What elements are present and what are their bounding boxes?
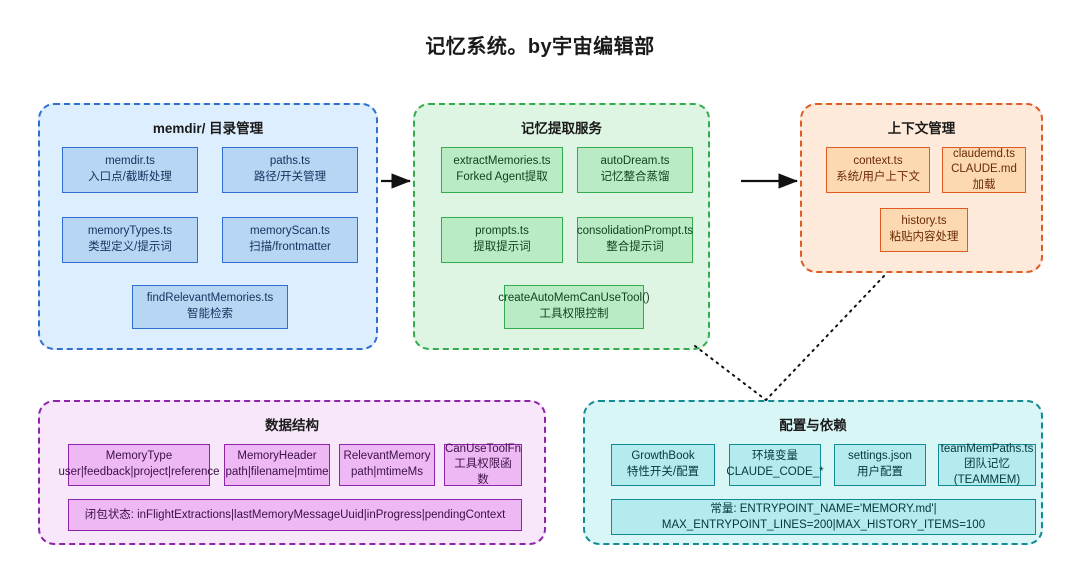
node-subtitle: 特性开关/配置	[626, 466, 700, 478]
node-env-variables[interactable]: 环境变量 CLAUDE_CODE_*	[726, 444, 824, 486]
node-relevant-memory[interactable]: RelevantMemory path|mtimeMs	[339, 444, 435, 486]
node-memory-type[interactable]: MemoryType user|feedback|project|referen…	[58, 444, 220, 486]
node-team-mem-paths-ts[interactable]: teamMemPaths.ts 团队记忆(TEAMMEM)	[938, 442, 1036, 486]
node-memdir-ts[interactable]: memdir.ts 入口点/截断处理	[62, 147, 198, 193]
node-subtitle: 记忆整合蒸馏	[600, 171, 670, 183]
node-subtitle: Forked Agent提取	[456, 171, 548, 183]
node-title: RelevantMemory	[343, 450, 431, 463]
node-subtitle: path|mtimeMs	[350, 466, 423, 478]
node-title: GrowthBook	[631, 450, 695, 463]
node-paths-ts[interactable]: paths.ts 路径/开关管理	[222, 147, 358, 193]
panel-title-context: 上下文管理	[887, 121, 956, 136]
panel-title-extraction: 记忆提取服务	[521, 121, 602, 136]
node-subtitle: 整合提示词	[606, 241, 664, 253]
node-subtitle: 类型定义/提示词	[88, 241, 172, 253]
node-constants[interactable]: 常量: ENTRYPOINT_NAME='MEMORY.md'| MAX_ENT…	[611, 499, 1036, 535]
node-subtitle: 智能检索	[187, 308, 233, 320]
node-history-ts[interactable]: history.ts 粘贴内容处理	[880, 208, 968, 252]
node-subtitle: user|feedback|project|reference	[58, 466, 220, 478]
node-title: history.ts	[901, 215, 947, 228]
node-title: CanUseToolFn	[444, 442, 522, 455]
node-title: claudemd.ts	[952, 147, 1015, 160]
dotted-line-extraction-to-config	[694, 345, 767, 401]
node-memory-types-ts[interactable]: memoryTypes.ts 类型定义/提示词	[62, 217, 198, 263]
node-title: prompts.ts	[475, 225, 529, 238]
node-subtitle: path|filename|mtime	[225, 466, 329, 478]
node-title: 闭包状态: inFlightExtractions|lastMemoryMess…	[84, 508, 506, 521]
node-title: findRelevantMemories.ts	[146, 292, 274, 305]
panel-title-data-structures: 数据结构	[265, 418, 319, 433]
node-closure-state[interactable]: 闭包状态: inFlightExtractions|lastMemoryMess…	[68, 499, 522, 531]
node-title: memdir.ts	[105, 155, 155, 168]
node-context-ts[interactable]: context.ts 系统/用户上下文	[826, 147, 930, 193]
panel-config-dependencies: 配置与依赖 GrowthBook 特性开关/配置 环境变量 CLAUDE_COD…	[583, 400, 1043, 545]
node-title: 常量: ENTRYPOINT_NAME='MEMORY.md'|	[710, 502, 937, 515]
node-subtitle: 工具权限控制	[539, 308, 609, 320]
panel-title-config: 配置与依赖	[779, 418, 847, 433]
node-title: MemoryHeader	[237, 450, 317, 463]
node-extract-memories-ts[interactable]: extractMemories.ts Forked Agent提取	[441, 147, 563, 193]
node-title: teamMemPaths.ts	[940, 442, 1034, 455]
node-title: extractMemories.ts	[453, 155, 551, 168]
node-subtitle: 入口点/截断处理	[88, 171, 172, 183]
panel-memdir: memdir/ 目录管理 memdir.ts 入口点/截断处理 paths.ts…	[38, 103, 378, 350]
page-title: 记忆系统。by宇宙编辑部	[425, 36, 655, 58]
node-subtitle: 工具权限函数	[454, 458, 512, 486]
node-consolidation-prompt-ts[interactable]: consolidationPrompt.ts 整合提示词	[577, 217, 693, 263]
node-subtitle: MAX_ENTRYPOINT_LINES=200|MAX_HISTORY_ITE…	[661, 519, 986, 531]
node-title: memoryTypes.ts	[87, 225, 173, 238]
node-title: consolidationPrompt.ts	[576, 225, 694, 238]
node-find-relevant-memories-ts[interactable]: findRelevantMemories.ts 智能检索	[132, 285, 288, 329]
node-claudemd-ts[interactable]: claudemd.ts CLAUDE.md加载	[942, 147, 1026, 193]
node-subtitle: CLAUDE_CODE_*	[726, 466, 824, 478]
node-title: settings.json	[848, 450, 912, 463]
panel-context-management: 上下文管理 context.ts 系统/用户上下文 claudemd.ts CL…	[800, 103, 1043, 273]
node-subtitle: 提取提示词	[473, 241, 531, 253]
node-title: memoryScan.ts	[250, 225, 330, 238]
node-growthbook[interactable]: GrowthBook 特性开关/配置	[611, 444, 715, 486]
node-subtitle: 用户配置	[857, 466, 903, 478]
dotted-line-context-to-config	[765, 275, 885, 401]
panel-data-structures: 数据结构 MemoryType user|feedback|project|re…	[38, 400, 546, 545]
node-subtitle: 系统/用户上下文	[836, 171, 920, 183]
node-title: autoDream.ts	[600, 155, 670, 168]
node-prompts-ts[interactable]: prompts.ts 提取提示词	[441, 217, 563, 263]
node-memory-scan-ts[interactable]: memoryScan.ts 扫描/frontmatter	[222, 217, 358, 263]
node-settings-json[interactable]: settings.json 用户配置	[834, 444, 926, 486]
node-title: MemoryType	[105, 450, 173, 463]
panel-title-memdir: memdir/ 目录管理	[152, 121, 264, 136]
node-can-use-tool-fn[interactable]: CanUseToolFn 工具权限函数	[444, 442, 522, 486]
node-subtitle: 团队记忆(TEAMMEM)	[953, 458, 1021, 486]
node-title: 环境变量	[752, 450, 798, 463]
node-subtitle: CLAUDE.md加载	[951, 163, 1017, 191]
node-create-auto-mem-can-use-tool[interactable]: createAutoMemCanUseTool() 工具权限控制	[498, 285, 650, 329]
node-subtitle: 路径/开关管理	[253, 171, 327, 183]
node-auto-dream-ts[interactable]: autoDream.ts 记忆整合蒸馏	[577, 147, 693, 193]
panel-extraction-service: 记忆提取服务 extractMemories.ts Forked Agent提取…	[413, 103, 710, 350]
node-title: paths.ts	[269, 155, 311, 168]
node-title: context.ts	[853, 155, 903, 168]
node-subtitle: 粘贴内容处理	[889, 231, 959, 243]
node-title: createAutoMemCanUseTool()	[498, 292, 650, 305]
node-memory-header[interactable]: MemoryHeader path|filename|mtime	[224, 444, 330, 486]
node-subtitle: 扫描/frontmatter	[249, 241, 331, 253]
